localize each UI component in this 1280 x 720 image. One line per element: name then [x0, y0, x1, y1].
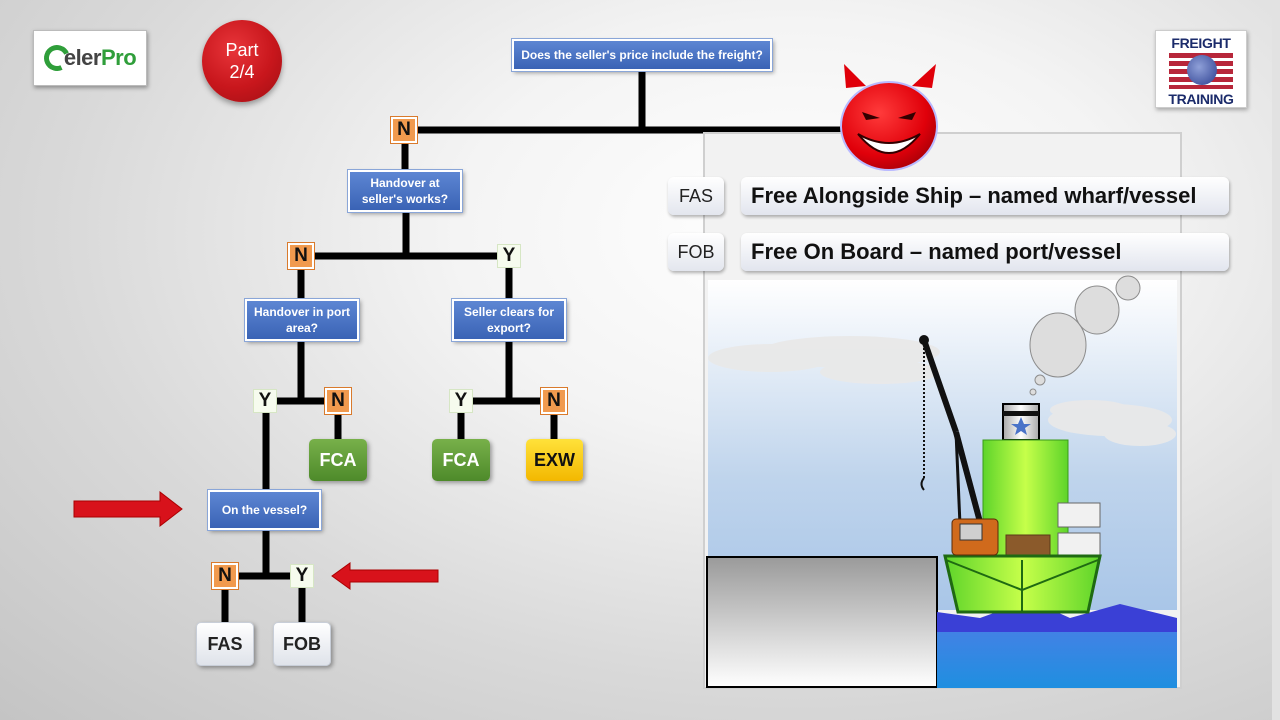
- question-seller-clears-export: Seller clears for export?: [452, 299, 566, 341]
- term-description-fas: Free Alongside Ship – named wharf/vessel: [741, 177, 1229, 215]
- celerpro-logo-text-part: eler: [63, 45, 102, 70]
- freight-training-globe-icon: [1169, 53, 1233, 89]
- question-handover-in-port: Handover in port area?: [245, 299, 359, 341]
- red-arrow-icon: [73, 490, 183, 528]
- answer-no-marker: N: [391, 117, 417, 143]
- question-handover-at-works: Handover at seller's works?: [348, 170, 462, 212]
- devil-face-icon: [840, 64, 938, 171]
- result-fob: FOB: [273, 622, 331, 666]
- result-fca: FCA: [432, 439, 490, 481]
- part-badge-line2: 2/4: [229, 62, 255, 82]
- red-arrow-icon: [331, 562, 439, 590]
- answer-yes-marker: Y: [253, 389, 277, 413]
- answer-yes-marker: Y: [497, 244, 521, 268]
- answer-yes-marker: Y: [290, 564, 314, 588]
- part-badge-line1: Part: [225, 40, 259, 60]
- result-exw: EXW: [526, 439, 583, 481]
- term-code-fob: FOB: [668, 233, 724, 271]
- ship-illustration: [703, 132, 1182, 689]
- part-badge: Part 2/4: [202, 20, 282, 102]
- result-fca: FCA: [309, 439, 367, 481]
- answer-yes-marker: Y: [449, 389, 473, 413]
- celerpro-logo-text-pro: Pro: [100, 45, 137, 70]
- question-price-includes-freight: Does the seller's price include the frei…: [512, 39, 772, 71]
- answer-no-marker: N: [541, 388, 567, 414]
- freight-training-logo: FREIGHT TRAINING: [1155, 30, 1247, 108]
- window-edge-strip: [1272, 0, 1280, 720]
- answer-no-marker: N: [325, 388, 351, 414]
- answer-no-marker: N: [212, 563, 238, 589]
- answer-no-marker: N: [288, 243, 314, 269]
- term-code-fas: FAS: [668, 177, 724, 215]
- freight-training-line2: TRAINING: [1168, 91, 1234, 107]
- term-description-fob: Free On Board – named port/vessel: [741, 233, 1229, 271]
- celerpro-logo: elerPro: [33, 30, 147, 86]
- crane-illustration: [919, 335, 999, 556]
- freight-training-line1: FREIGHT: [1171, 35, 1231, 51]
- celerpro-logo-text: elerPro: [63, 45, 137, 71]
- question-on-the-vessel: On the vessel?: [208, 490, 321, 530]
- result-fas: FAS: [196, 622, 254, 666]
